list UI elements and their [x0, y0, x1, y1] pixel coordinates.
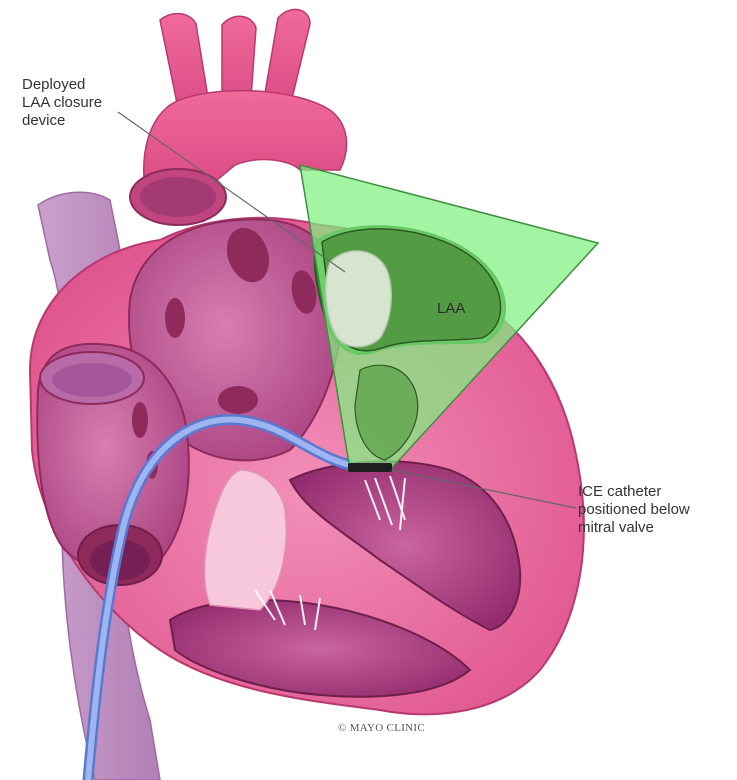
device-label: Deployed LAA closure device — [22, 76, 102, 130]
laa-label: LAA — [437, 300, 465, 317]
ice-label-line-1: ICE catheter — [578, 483, 690, 501]
pulmonary-vein-3 — [165, 298, 185, 338]
pulmonary-vein-4 — [218, 386, 258, 414]
copyright-notice: © MAYO CLINIC — [338, 722, 425, 734]
device-label-line-2: LAA closure — [22, 94, 102, 112]
device-label-line-3: device — [22, 112, 102, 130]
ice-label-line-3: mitral valve — [578, 519, 690, 537]
ice-label-line-2: positioned below — [578, 501, 690, 519]
device-label-line-1: Deployed — [22, 76, 102, 94]
ice-label: ICE catheter positioned below mitral val… — [578, 483, 690, 537]
ice-catheter-tip — [348, 463, 392, 472]
